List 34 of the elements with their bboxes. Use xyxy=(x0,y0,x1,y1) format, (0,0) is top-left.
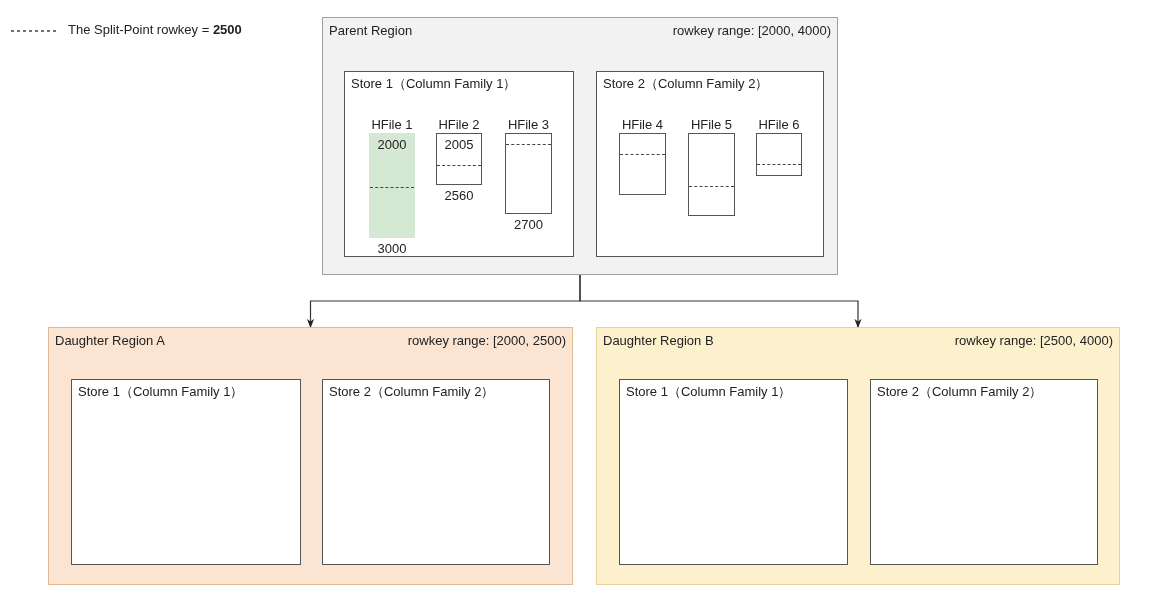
end-rowkey: 3000 xyxy=(377,241,407,257)
region-box xyxy=(596,327,1120,585)
region-box xyxy=(322,17,838,275)
hfile-label: HFile 6 xyxy=(758,117,800,133)
store-box xyxy=(619,379,848,565)
rowkey-range: rowkey range: [2000, 2500) xyxy=(407,333,566,349)
region-title: Parent Region xyxy=(329,23,413,39)
hfile-label: HFile 2 xyxy=(438,117,480,133)
end-rowkey: 2560 xyxy=(444,188,474,204)
region-title: Daughter Region B xyxy=(603,333,714,349)
rowkey-range: rowkey range: [2500, 4000) xyxy=(954,333,1113,349)
store-title: Store 2（Column Family 2） xyxy=(877,384,1043,400)
end-rowkey: 2700 xyxy=(514,217,543,233)
start-rowkey: 2005 xyxy=(443,137,475,153)
store-title: Store 1（Column Family 1） xyxy=(626,384,792,400)
store-box xyxy=(596,71,824,257)
store-box xyxy=(322,379,550,565)
region-title: Daughter Region A xyxy=(55,333,165,349)
start-rowkey: 2000 xyxy=(376,137,408,153)
store-title: Store 2（Column Family 2） xyxy=(329,384,495,400)
store-box xyxy=(870,379,1098,565)
hfile-label: HFile 1 xyxy=(371,117,413,133)
store-title: Store 1（Column Family 1） xyxy=(351,76,517,92)
store-title: Store 1（Column Family 1） xyxy=(78,384,244,400)
hfile-label: HFile 5 xyxy=(690,117,733,133)
store-box xyxy=(71,379,301,565)
store-box xyxy=(344,71,574,257)
arrow xyxy=(579,274,862,328)
region-box xyxy=(48,327,573,585)
hfile-label: HFile 3 xyxy=(507,117,550,133)
legend-text: The Split-Point rowkey = 2500 xyxy=(68,22,242,38)
rowkey-range: rowkey range: [2000, 4000) xyxy=(672,23,831,39)
store-title: Store 2（Column Family 2） xyxy=(603,76,769,92)
hfile-label: HFile 4 xyxy=(621,117,664,133)
